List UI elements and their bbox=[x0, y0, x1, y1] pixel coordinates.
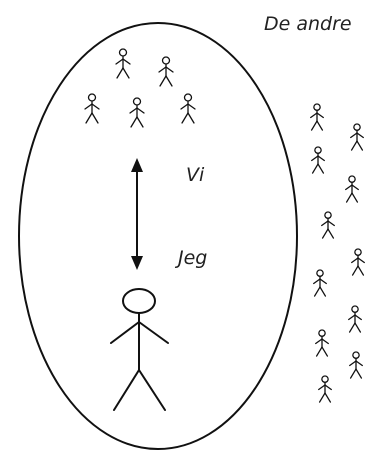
small-stick-figure bbox=[115, 48, 131, 79]
label-others: De andre bbox=[264, 13, 352, 35]
small-stick-figure bbox=[84, 93, 100, 124]
group-boundary-ellipse bbox=[18, 22, 298, 450]
outer-group-figures bbox=[310, 103, 365, 403]
small-stick-figure bbox=[318, 375, 332, 403]
small-stick-figure bbox=[350, 123, 364, 151]
label-self: Jeg bbox=[174, 247, 207, 269]
small-stick-figure bbox=[349, 351, 363, 379]
small-stick-figure bbox=[315, 329, 329, 357]
small-stick-figure bbox=[345, 175, 359, 203]
small-stick-figure bbox=[348, 305, 362, 333]
small-stick-figure bbox=[158, 56, 174, 87]
small-stick-figure bbox=[310, 103, 324, 131]
small-stick-figure bbox=[321, 211, 335, 239]
inner-group-figures bbox=[84, 48, 196, 128]
small-stick-figure bbox=[180, 93, 196, 124]
small-stick-figure bbox=[129, 97, 145, 128]
small-stick-figure bbox=[351, 248, 365, 276]
small-stick-figure bbox=[311, 146, 325, 174]
double-arrow bbox=[131, 158, 143, 270]
small-stick-figure bbox=[313, 269, 327, 297]
self-stick-figure bbox=[110, 288, 169, 411]
label-we: Vi bbox=[186, 164, 205, 186]
